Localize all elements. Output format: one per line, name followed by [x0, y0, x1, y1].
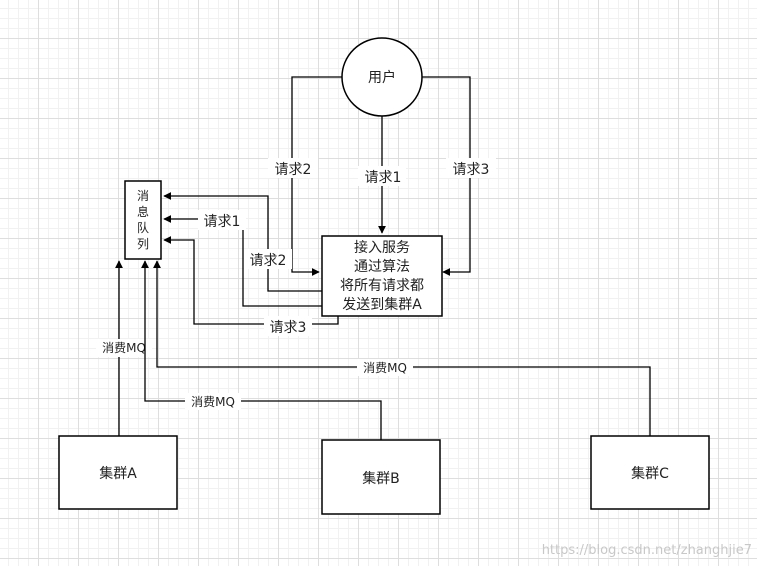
label-consume-b: 消费MQ	[191, 395, 235, 409]
node-cluster-b-label: 集群B	[362, 470, 400, 487]
label-consume-c: 消费MQ	[363, 361, 407, 375]
label-forward-request1: 请求1	[204, 214, 241, 230]
node-cluster-b: 集群B	[321, 439, 441, 515]
node-message-queue: 消 息 队 列	[124, 180, 162, 260]
node-queue-label-line: 列	[137, 237, 149, 251]
edge-forward-request2	[163, 192, 322, 292]
node-cluster-a-label: 集群A	[99, 465, 137, 482]
edge-forward-request1	[163, 215, 322, 307]
node-access-label-line: 将所有请求都	[340, 278, 424, 294]
node-cluster-c-label: 集群C	[631, 465, 669, 482]
node-access-label-line: 发送到集群A	[342, 296, 422, 313]
label-forward-request2: 请求2	[250, 253, 287, 269]
node-access-label-line: 通过算法	[354, 259, 410, 275]
node-cluster-c: 集群C	[590, 435, 710, 510]
node-access-service: 接入服务 通过算法 将所有请求都 发送到集群A	[321, 235, 443, 317]
label-consume-a: 消费MQ	[102, 341, 146, 355]
node-user-label: 用户	[368, 69, 396, 86]
label-user-request1: 请求1	[365, 170, 402, 186]
node-user: 用户	[341, 37, 423, 117]
label-user-request2: 请求2	[275, 162, 312, 178]
edge-consume-b	[141, 260, 382, 440]
node-cluster-a: 集群A	[58, 435, 178, 510]
label-forward-request3: 请求3	[270, 320, 307, 336]
edge-forward-request3	[163, 236, 339, 325]
label-user-request3: 请求3	[453, 162, 490, 178]
node-queue-label-line: 息	[137, 204, 149, 219]
watermark: https://blog.csdn.net/zhanghjie7	[542, 543, 752, 558]
node-queue-label-line: 消	[137, 189, 149, 203]
node-access-label-line: 接入服务	[354, 239, 410, 256]
node-queue-label-line: 队	[137, 220, 149, 235]
